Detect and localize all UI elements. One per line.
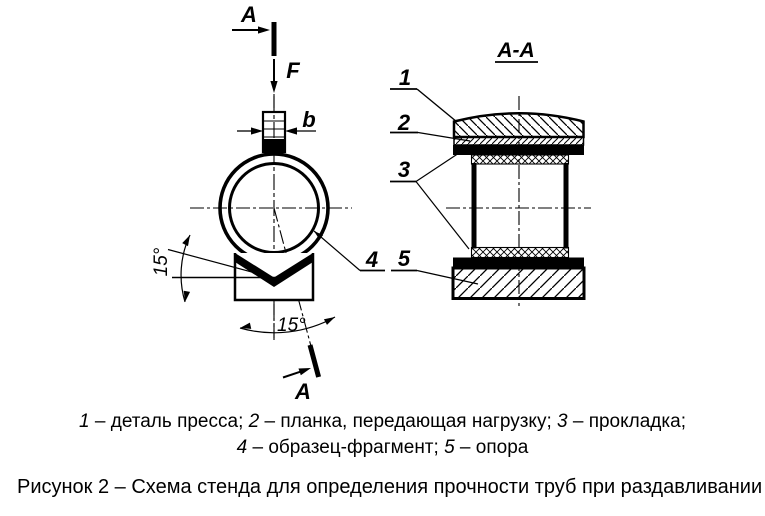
legend-part4-text: – образец-фрагмент;	[247, 437, 445, 458]
v-block-black-vee	[235, 253, 313, 287]
part1-label: 1	[399, 65, 411, 90]
part1-leader	[416, 88, 458, 123]
force-arrow-head	[270, 81, 278, 93]
b-dim-label: b	[302, 107, 315, 132]
angle-bottom-arc-arrow-right	[323, 314, 337, 325]
v-block-support	[233, 253, 315, 302]
legend-part1-text: – деталь пресса;	[89, 411, 249, 432]
legend-line-2: 4 – образец-фрагмент; 5 – опора	[0, 436, 765, 460]
b-dim-arrow-right	[285, 127, 297, 135]
section-arrow-top-head	[258, 26, 270, 34]
section-label-bottom: A	[294, 379, 311, 404]
section-arrow-bottom-line	[282, 370, 301, 379]
legend-part2-text: – планка, передающая нагрузку;	[259, 411, 557, 432]
legend-part1-number: 1	[79, 411, 90, 432]
figure-caption: Рисунок 2 – Схема стенда для определения…	[17, 476, 763, 498]
section-view-title: A-A	[496, 39, 534, 62]
section-cut-stroke-bottom	[307, 344, 322, 378]
legend-line-1: 1 – деталь пресса; 2 – планка, передающа…	[0, 410, 765, 434]
legend-part3-text: – прокладка;	[567, 411, 686, 432]
part2-leader	[417, 131, 471, 142]
angle-left-arc-arrow-top	[182, 233, 193, 247]
angle-left-label: 15°	[151, 247, 172, 276]
support-black-band	[453, 257, 584, 268]
legend-part5-number: 5	[444, 437, 455, 458]
force-label: F	[286, 58, 300, 83]
part3-leader-bottom	[415, 181, 470, 250]
press-detail-section	[452, 112, 585, 139]
part2-label: 2	[397, 110, 411, 135]
load-bar-black-pad	[263, 139, 285, 152]
load-bar-black-band	[453, 145, 584, 155]
part4-label: 4	[365, 247, 378, 272]
front-view: A F b	[151, 2, 385, 404]
angle-bottom-label: 15°	[277, 315, 306, 336]
gasket-bottom-section	[470, 246, 570, 259]
b-dim-arrow-left	[251, 127, 263, 135]
section-view: A-A 1 2 3 5	[390, 39, 591, 306]
angle-left-inclined-ref	[167, 248, 279, 280]
part3-label: 3	[398, 157, 410, 182]
section-label-top: A	[240, 2, 257, 27]
legend-part4-number: 4	[236, 437, 248, 458]
part4-leader	[313, 230, 361, 271]
part5-label: 5	[398, 246, 411, 271]
legend-part3-number: 3	[557, 411, 568, 432]
v-block-outline	[233, 253, 315, 302]
section-arrow-bottom-head	[298, 364, 313, 376]
load-bar-section	[453, 136, 585, 146]
part3-leader-top	[415, 152, 460, 183]
technical-drawing: A F b	[151, 2, 591, 404]
legend-part5-text: – опора	[454, 437, 529, 458]
legend-part2-number: 2	[248, 411, 260, 432]
gasket-top-section	[470, 154, 570, 165]
part5-leader	[416, 269, 479, 285]
